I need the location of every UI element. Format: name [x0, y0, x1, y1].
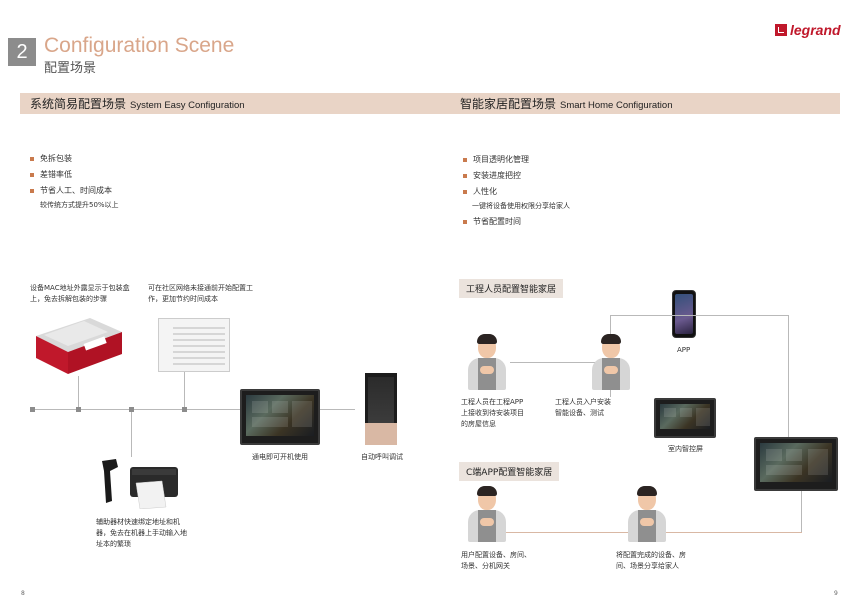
left-section-title-cn: 系统简易配置场景 — [30, 97, 127, 111]
list-item: 节省配置时间 — [463, 214, 521, 230]
phone-image — [672, 290, 696, 338]
scanner-printer-image — [96, 457, 182, 510]
right-section-title-cn: 智能家居配置场景 — [460, 97, 557, 111]
engineer-figure-1 — [466, 334, 508, 390]
engineer-figure-2 — [590, 334, 632, 390]
caption-engineer-2: 工程人员入户安装 智能设备、测试 — [555, 398, 611, 417]
left-bullet-list: 免拆包装 差错率低 节省人工、时间成本 — [30, 151, 112, 199]
sub-section-engineer: 工程人员配置智能家居 — [459, 279, 564, 298]
caption-power: 通电即可开机使用 — [252, 453, 308, 461]
sub-section-c-app: C端APP配置智能家居 — [459, 462, 560, 481]
left-bullet-note: 较传统方式提升50%以上 — [40, 201, 119, 209]
connection-line — [131, 409, 132, 457]
section-band — [20, 93, 840, 114]
connection-line — [788, 315, 789, 437]
connection-line — [32, 409, 355, 410]
left-section-title-en: System Easy Configuration — [130, 100, 245, 111]
page-title: Configuration Scene — [44, 34, 235, 57]
indoor-panel-image — [240, 389, 320, 445]
connection-line — [510, 362, 610, 363]
page-number-right: 9 — [834, 590, 838, 597]
section-number: 2 — [8, 38, 36, 66]
logo-text: legrand — [790, 22, 841, 38]
caption-user-2: 将配置完成的设备、房 间、场景分享给家人 — [616, 551, 686, 570]
smart-panel-image — [654, 398, 716, 438]
right-bullet-list: 项目透明化管理 安装进度把控 人性化 — [463, 152, 529, 200]
connection-line — [78, 376, 79, 409]
caption-app: APP — [677, 346, 691, 354]
legrand-logo-icon — [775, 24, 787, 36]
caption-offline: 可在社区网络未接通前开始配置工 作，更加节约时间成本 — [148, 284, 253, 303]
caption-call: 自动呼叫调试 — [361, 453, 403, 461]
config-software-image — [158, 318, 230, 372]
connector-dot — [30, 407, 35, 412]
door-station-image — [365, 373, 397, 445]
caption-engineer-1: 工程人员在工程APP 上接收到待安装项目 的房屋信息 — [461, 398, 524, 428]
large-panel-image — [754, 437, 838, 491]
caption-panel: 室内智控屏 — [668, 445, 703, 453]
list-item: 差错率低 — [30, 167, 112, 183]
caption-tools: 辅助器材快速绑定地址和机 器，免去在机器上手动输入地 址本的繁琐 — [96, 518, 187, 548]
list-item: 安装进度把控 — [463, 168, 529, 184]
connector-dot — [76, 407, 81, 412]
list-item: 免拆包装 — [30, 151, 112, 167]
connection-line — [184, 372, 185, 409]
caption-user-1: 用户配置设备、房间、 场景、分机网关 — [461, 551, 531, 570]
user-figure-2 — [626, 486, 668, 542]
caption-mac: 设备MAC地址外露显示于包装盒 上，免去拆解包装的步骤 — [30, 284, 130, 303]
connection-line — [801, 490, 802, 532]
user-figure-1 — [466, 486, 508, 542]
page-number-left: 8 — [21, 590, 25, 597]
connection-line — [610, 315, 788, 316]
list-item: 人性化 — [463, 184, 529, 200]
connector-dot — [182, 407, 187, 412]
right-bullet-note: 一键将设备使用权限分享给家人 — [472, 202, 570, 210]
legrand-logo: legrand — [775, 22, 841, 38]
right-section-title-en: Smart Home Configuration — [560, 100, 673, 111]
page-subtitle: 配置场景 — [44, 61, 97, 76]
list-item: 项目透明化管理 — [463, 152, 529, 168]
right-bullet-list-last: 节省配置时间 — [463, 214, 521, 230]
list-item: 节省人工、时间成本 — [30, 183, 112, 199]
connector-dot — [129, 407, 134, 412]
package-box-image — [36, 318, 122, 374]
